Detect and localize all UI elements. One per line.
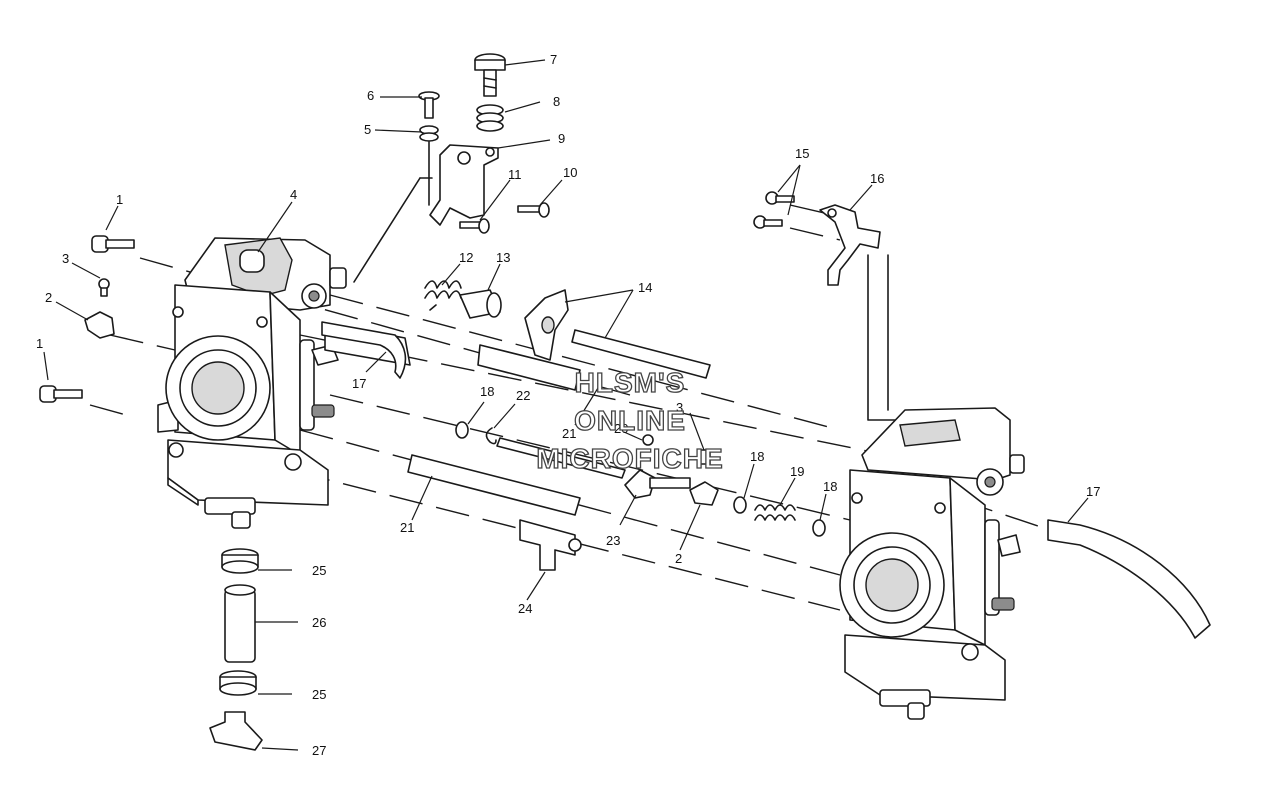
callout-16: 16 xyxy=(870,171,884,186)
callout-27: 27 xyxy=(312,743,326,758)
callout-2-center: 2 xyxy=(675,551,682,566)
callout-21-lower: 21 xyxy=(400,520,414,535)
watermark-line-1: HLSM'S xyxy=(575,367,686,398)
callout-15: 15 xyxy=(795,146,809,161)
callout-3-left: 3 xyxy=(62,251,69,266)
watermark: HLSM'S ONLINE MICROFICHE xyxy=(536,366,724,474)
leader-lines xyxy=(43,59,1089,751)
callout-18-left: 18 xyxy=(480,384,494,399)
callout-24: 24 xyxy=(518,601,532,616)
callout-3-center: 3 xyxy=(676,400,683,415)
callout-25-lower: 25 xyxy=(312,687,326,702)
callout-10: 10 xyxy=(563,165,577,180)
callout-25-upper: 25 xyxy=(312,563,326,578)
callout-8: 8 xyxy=(553,94,560,109)
callout-26: 26 xyxy=(312,615,326,630)
left-carburetor xyxy=(157,237,347,529)
callout-2-left: 2 xyxy=(45,290,52,305)
callout-18-right: 18 xyxy=(823,479,837,494)
callout-13: 13 xyxy=(496,250,510,265)
callout-7: 7 xyxy=(550,52,557,67)
callout-1-lower: 1 xyxy=(36,336,43,351)
callout-5: 5 xyxy=(364,122,371,137)
callout-17-left: 17 xyxy=(352,376,366,391)
watermark-line-2: ONLINE xyxy=(574,405,686,436)
callout-11: 11 xyxy=(508,167,522,182)
callout-1-upper: 1 xyxy=(116,192,123,207)
callout-17-right: 17 xyxy=(1086,484,1100,499)
linkage-parts xyxy=(39,53,1211,751)
callout-6: 6 xyxy=(367,88,374,103)
callout-22: 22 xyxy=(516,388,530,403)
callout-12: 12 xyxy=(459,250,473,265)
callout-9: 9 xyxy=(558,131,565,146)
callout-20: 20 xyxy=(614,421,628,436)
callout-14: 14 xyxy=(638,280,652,295)
callout-4: 4 xyxy=(290,187,297,202)
callout-labels: 1 1 2 2 3 3 4 5 6 7 8 9 10 11 12 13 14 1… xyxy=(36,52,1100,758)
callout-23: 23 xyxy=(606,533,620,548)
watermark-line-3: MICROFICHE xyxy=(536,443,723,474)
callout-18-center: 18 xyxy=(750,449,764,464)
callout-21-upper: 21 xyxy=(562,426,576,441)
right-carburetor xyxy=(839,407,1025,720)
callout-19: 19 xyxy=(790,464,804,479)
